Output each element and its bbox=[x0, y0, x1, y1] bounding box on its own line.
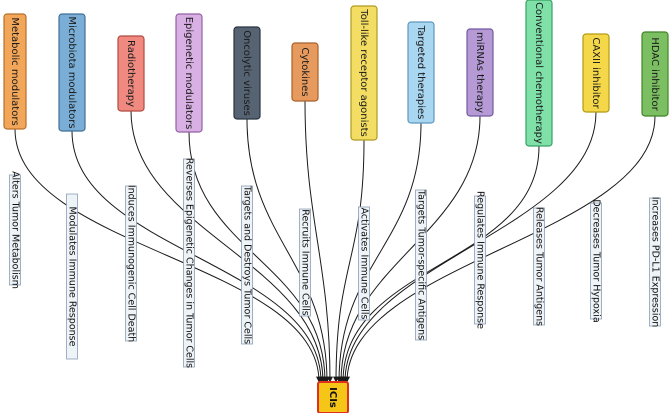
source-node-box-1 bbox=[58, 13, 86, 132]
edge-labels-layer: Alters Tumor Metabolism Modulates Immune … bbox=[9, 158, 661, 368]
edge-label-7: Targets Tumor-specific Antigens bbox=[416, 189, 427, 340]
edge-label-box-4 bbox=[241, 185, 253, 345]
edge-label-0: Alters Tumor Metabolism bbox=[10, 171, 21, 289]
edge-label-box-1 bbox=[66, 193, 78, 360]
edge-label-2: Induces Immunogenic Cell Death bbox=[126, 185, 137, 342]
edge-label-box-11 bbox=[649, 197, 661, 327]
edge-label-5: Recruits Immune Cells bbox=[300, 209, 311, 315]
source-node-label-5: Cytokines bbox=[299, 47, 310, 96]
edges-layer bbox=[14, 100, 656, 383]
edge-label-box-6 bbox=[358, 206, 370, 321]
edge-1 bbox=[71, 130, 324, 383]
target-node: ICIs bbox=[317, 381, 349, 413]
source-node-box-2 bbox=[117, 35, 145, 112]
source-node-label-10: CAXII inhibitor bbox=[590, 37, 601, 109]
edge-2 bbox=[130, 110, 326, 383]
edge-3 bbox=[188, 131, 328, 383]
edge-label-3: Reverses Epigenetic Changes in Tumor Cel… bbox=[184, 158, 195, 368]
edge-label-9: Releases Tumor Antigens bbox=[534, 207, 545, 326]
source-nodes-layer: Metabolic modulators Microbiota modulator… bbox=[3, 0, 669, 147]
source-node-box-5 bbox=[291, 42, 319, 102]
source-node-box-3 bbox=[175, 13, 203, 133]
source-node-label-1: Microbiota modulators bbox=[66, 16, 77, 128]
edge-label-box-10 bbox=[590, 202, 602, 320]
edge-5 bbox=[304, 100, 333, 383]
edge-7 bbox=[336, 122, 422, 383]
source-node-label-6: Toll-like receptor agonists bbox=[358, 8, 369, 136]
edge-label-box-8 bbox=[474, 195, 486, 325]
edge-label-box-2 bbox=[125, 185, 137, 342]
edge-label-6: Activates Immune Cells bbox=[359, 208, 370, 320]
source-node-box-11 bbox=[641, 31, 669, 117]
source-node-box-7 bbox=[407, 21, 435, 124]
edge-label-11: Increases PD-L1 Expression bbox=[650, 197, 661, 328]
edge-label-box-3 bbox=[183, 158, 195, 368]
source-node-label-0: Metabolic modulators bbox=[9, 17, 20, 125]
edge-4 bbox=[246, 118, 330, 383]
edge-label-box-7 bbox=[415, 189, 427, 341]
source-node-box-9 bbox=[525, 0, 553, 147]
source-node-label-2: Radiotherapy bbox=[125, 40, 136, 107]
edge-label-box-9 bbox=[533, 207, 545, 326]
source-node-box-10 bbox=[582, 33, 610, 113]
source-node-label-11: HDAC inhibitor bbox=[649, 37, 660, 111]
edge-10 bbox=[342, 111, 597, 383]
edge-label-10: Decreases Tumor Hypoxia bbox=[591, 199, 602, 322]
edge-label-4: Targets and Destroys Tumor Cells bbox=[242, 185, 253, 344]
source-node-box-0 bbox=[3, 13, 27, 130]
source-node-label-8: miRNAs therapy bbox=[474, 32, 485, 113]
source-node-label-4: Oncolytic viruses bbox=[241, 30, 252, 116]
source-node-box-6 bbox=[350, 5, 378, 141]
source-node-box-8 bbox=[466, 28, 494, 117]
edge-label-box-0 bbox=[9, 174, 21, 286]
edge-11 bbox=[344, 115, 656, 383]
source-node-label-9: Conventional chemotherapy bbox=[533, 2, 544, 144]
edge-label-8: Regulates Immune Response bbox=[475, 191, 486, 329]
edge-6 bbox=[333, 139, 365, 383]
edge-0 bbox=[14, 128, 322, 383]
edge-label-1: Modulates Immune Response bbox=[67, 207, 78, 347]
edge-label-box-5 bbox=[299, 208, 311, 317]
edge-8 bbox=[338, 115, 481, 383]
target-node-box bbox=[317, 381, 349, 413]
edge-9 bbox=[340, 145, 540, 383]
source-node-box-4 bbox=[233, 26, 261, 120]
target-node-label: ICIs bbox=[327, 387, 338, 408]
source-node-label-7: Targeted therapies bbox=[415, 25, 426, 120]
source-node-label-3: Epigenetic modulators bbox=[183, 17, 194, 130]
